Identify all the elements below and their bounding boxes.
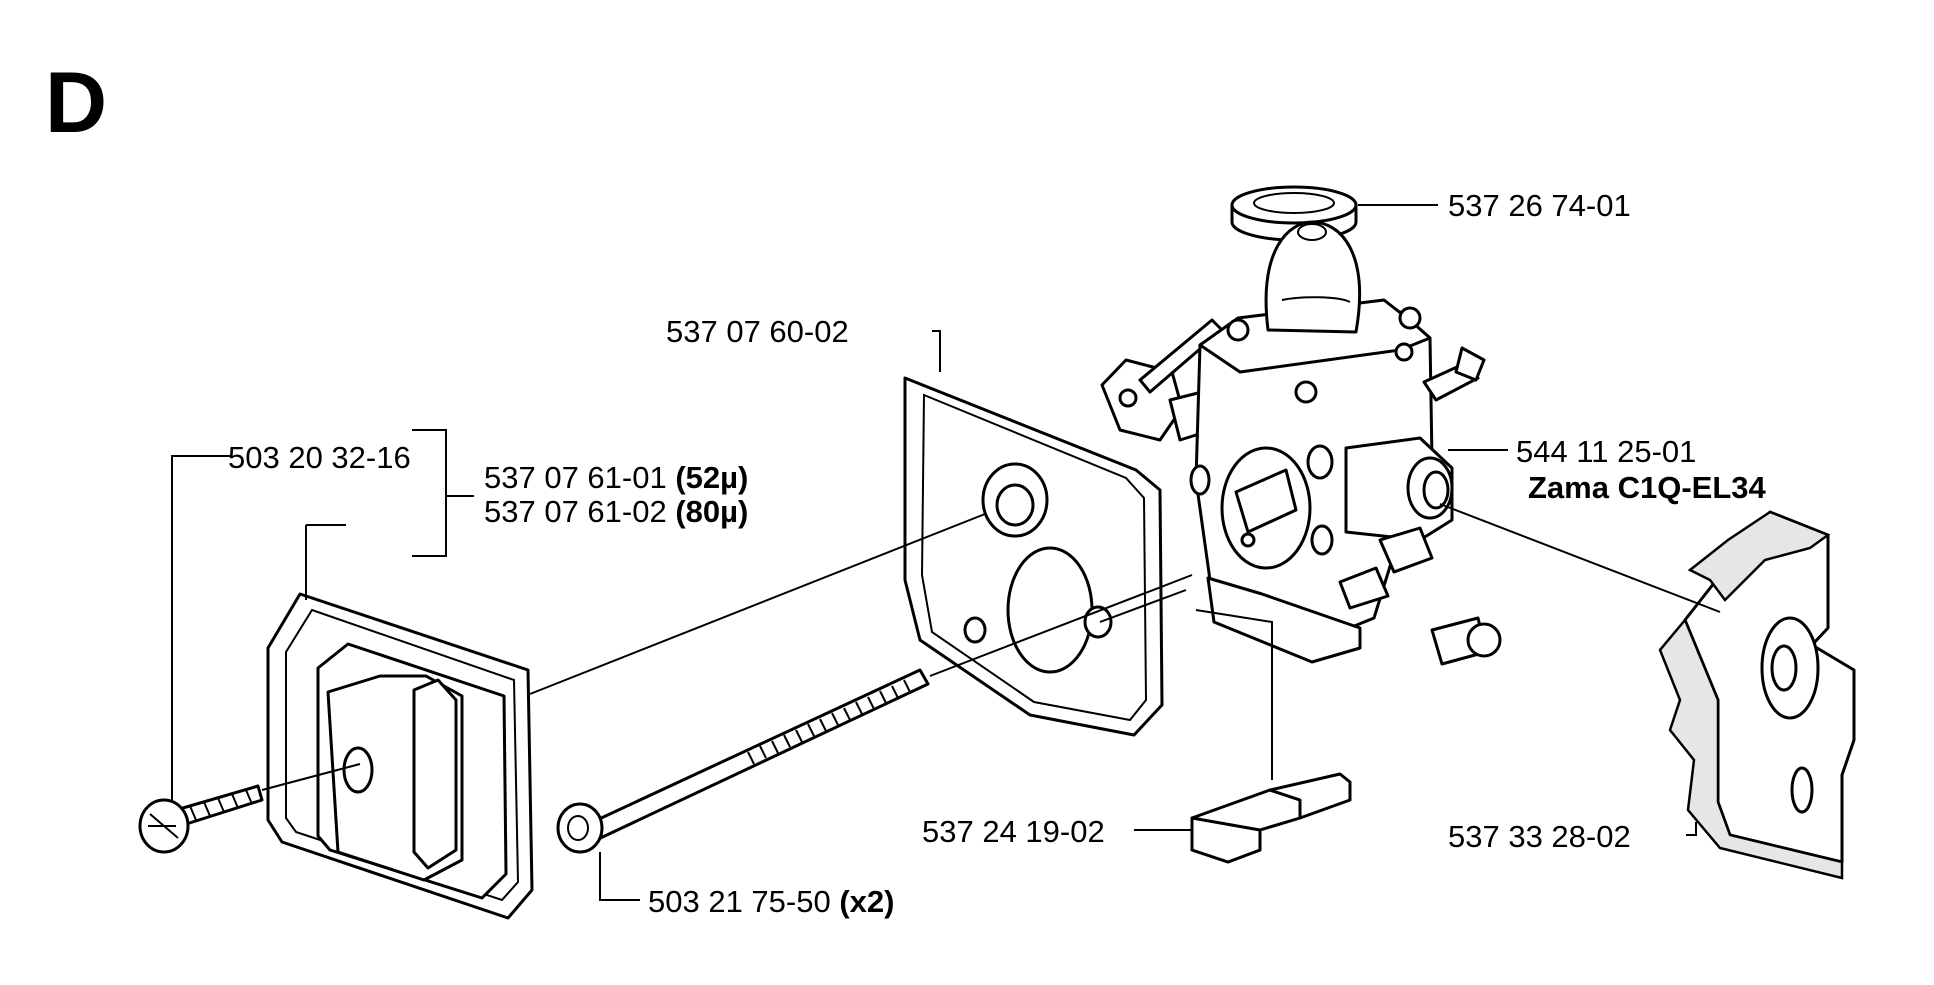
alignment-line-filter (529, 513, 986, 695)
bolt-icon (556, 668, 930, 854)
filter-bracket-icon (903, 376, 1164, 737)
bracket-filter-variants (412, 429, 447, 557)
label-filter-80: 537 07 61-02 (80µ) (484, 494, 748, 529)
alignment-line-screw (261, 763, 361, 791)
screw-icon (138, 784, 264, 854)
alignment-line-bolt (929, 574, 1193, 677)
leader-heat-shield (1686, 822, 1697, 836)
leader-spacer-link (1195, 609, 1273, 780)
spacer-block-icon (1190, 772, 1352, 864)
section-letter: D (45, 55, 107, 151)
carburetor-icon (1100, 220, 1502, 666)
label-seal-ring: 537 26 74-01 (1448, 188, 1631, 223)
leader-long-bolt (599, 852, 640, 901)
label-small-screw: 503 20 32-16 (228, 440, 411, 475)
leader-small-screw (171, 455, 230, 800)
label-spacer-block: 537 24 19-02 (922, 814, 1105, 849)
label-filter-52: 537 07 61-01 (52µ) (484, 460, 748, 495)
label-carburetor-model: Zama C1Q-EL34 (1528, 470, 1767, 505)
seal-ring-icon (1230, 185, 1358, 242)
leader-filter-bracket (932, 330, 941, 372)
air-filter-icon (266, 592, 534, 920)
heat-shield-icon (1658, 510, 1856, 880)
alignment-line-shield (1439, 503, 1721, 613)
label-heat-shield: 537 33 28-02 (1448, 819, 1631, 854)
label-long-bolt: 503 21 75-50 (x2) (648, 884, 894, 919)
label-filter-bracket: 537 07 60-02 (666, 314, 849, 349)
label-carburetor: 544 11 25-01 (1516, 434, 1696, 469)
alignment-line-bracket (1099, 589, 1187, 623)
